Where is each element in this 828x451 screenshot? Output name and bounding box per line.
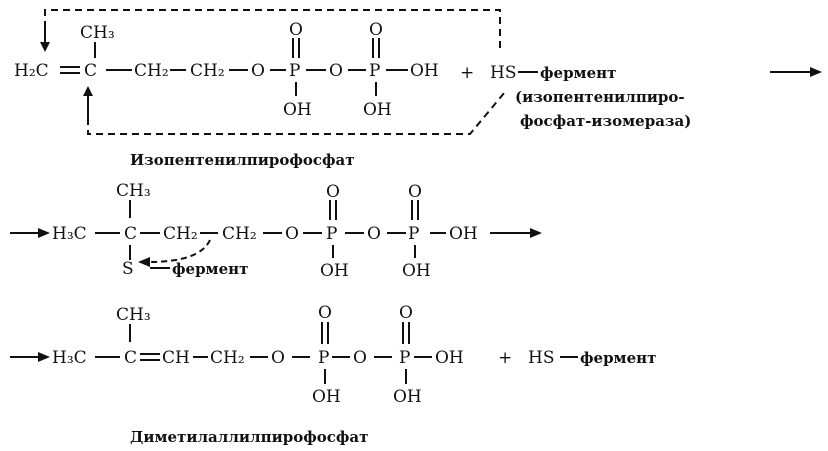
enzyme-label: фермент (580, 349, 656, 367)
enzyme-label: фермент (540, 64, 616, 82)
atom-p1-top-o: O (289, 20, 303, 40)
atom-oh: OH (410, 61, 439, 81)
atom-p2: P (369, 61, 380, 81)
atom-ch2a: CH₂ (163, 224, 198, 244)
atom-p1: P (318, 348, 329, 368)
atom-ch: CH (162, 348, 190, 368)
atom-p1: P (326, 224, 337, 244)
atom-p2: P (399, 348, 410, 368)
arrowhead-into-h2c (40, 42, 50, 52)
enzyme-name-line1: (изопентенилпиро- (515, 88, 685, 106)
caption-isopentenyl: Изопентенилпирофосфат (130, 151, 355, 169)
dashed-s-arrow (147, 239, 211, 263)
atom-p2-bot-oh: OH (393, 387, 422, 407)
atom-ch2a: CH₂ (134, 61, 169, 81)
atom-p1-top-o: O (326, 182, 340, 202)
enzyme-label: фермент (172, 260, 248, 278)
atom-s: S (122, 259, 134, 279)
atom-p2-top-o: O (408, 182, 422, 202)
atom-p2-top-o: O (399, 303, 413, 323)
atom-h3c: H₃C (52, 224, 87, 244)
atom-ch2b: CH₂ (222, 224, 257, 244)
atom-ch2b: CH₂ (190, 61, 225, 81)
atom-c: C (124, 224, 137, 244)
arrowhead-row2-in (38, 228, 50, 238)
atom-oh: OH (435, 348, 464, 368)
atom-o2: O (353, 348, 367, 368)
dashed-transfer-loop-lower (87, 91, 506, 135)
atom-p2-top-o: O (369, 20, 383, 40)
atom-p1-top-o: O (318, 303, 332, 323)
atom-c: C (84, 61, 97, 81)
atom-c: C (124, 348, 137, 368)
atom-o1: O (285, 224, 299, 244)
arrowhead-s (138, 257, 150, 267)
plus-sign: + (498, 348, 512, 368)
atom-oh: OH (449, 224, 478, 244)
atom-p1-bot-oh: OH (320, 261, 349, 281)
arrowhead-row1 (810, 67, 822, 77)
atom-o2: O (367, 224, 381, 244)
atom-o1: O (251, 61, 265, 81)
atom-p2-bot-oh: OH (402, 261, 431, 281)
atom-o1: O (271, 348, 285, 368)
plus-sign: + (460, 63, 474, 83)
atom-p2-bot-oh: OH (363, 100, 392, 120)
atom-p1: P (289, 61, 300, 81)
atom-p2: P (408, 224, 419, 244)
atom-ch3: CH₃ (116, 181, 151, 201)
atom-p1-bot-oh: OH (283, 100, 312, 120)
arrowhead-row2-out (530, 228, 542, 238)
arrowhead-into-c (83, 86, 93, 96)
atom-h2c: H₂C (14, 61, 49, 81)
atom-hs: HS (528, 348, 554, 368)
atom-hs: HS (490, 63, 516, 83)
caption-dimethylallyl: Диметилаллилпирофосфат (130, 428, 368, 446)
arrowhead-row3-in (38, 352, 50, 362)
dashed-transfer-loop (44, 9, 501, 50)
enzyme-name-line2: фосфат-изомераза) (520, 112, 691, 130)
atom-ch3: CH₃ (80, 23, 115, 43)
atom-p1-bot-oh: OH (312, 387, 341, 407)
atom-h3c: H₃C (52, 348, 87, 368)
atom-ch3: CH₃ (116, 305, 151, 325)
atom-o2: O (329, 61, 343, 81)
atom-ch2: CH₂ (210, 348, 245, 368)
